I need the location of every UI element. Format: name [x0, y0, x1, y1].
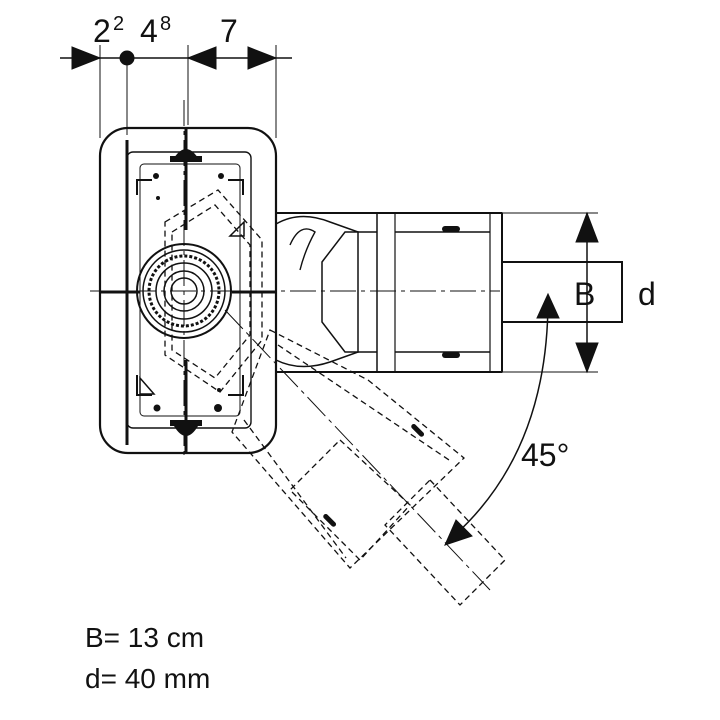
diagonal-slot-marks: [323, 423, 425, 527]
outlet-body: [275, 351, 377, 368]
horizontal-outlet: [275, 212, 623, 373]
triangle-mark: [139, 376, 156, 395]
arrowhead-left: [71, 46, 102, 70]
angle-arc: [454, 299, 549, 536]
rotated-outline-outer: [164, 189, 263, 393]
b-arrow-down: [575, 342, 599, 374]
dim-left-value: 2: [93, 13, 111, 49]
outlet-socket-contour: [321, 231, 359, 353]
mounting-lug-top-base: [170, 156, 202, 162]
mounting-lug-top: [174, 149, 198, 158]
arrowhead-mid: [186, 46, 217, 70]
dim-left-superscript: 2: [113, 13, 124, 35]
connection-ring-3: [147, 254, 221, 328]
diagonal-pipe: [384, 479, 506, 606]
rotated-box-outline: [164, 189, 263, 393]
connection-ring-5: [163, 270, 205, 312]
corner-bracket: [228, 375, 244, 396]
slot-mark: [442, 226, 460, 232]
rotated-outline-inner: [171, 204, 251, 379]
slot-mark: [323, 513, 337, 527]
center-dot: [119, 50, 135, 66]
angle-arrow-top: [536, 292, 560, 319]
center-lines: [90, 100, 500, 591]
corner-bracket: [136, 179, 152, 195]
outlet-socket-contour: [289, 228, 316, 271]
diagonal-outlet-flange: [289, 439, 411, 561]
diagonal-outlet-line: [243, 419, 347, 559]
arrowhead-right: [247, 46, 278, 70]
diagonal-outlet-body: [231, 329, 465, 569]
mounting-lugs: [170, 149, 202, 436]
b-arrow-up: [575, 211, 599, 243]
b-symbol: B: [574, 276, 595, 312]
corner-bracket: [136, 375, 152, 396]
b-dimension: [575, 211, 599, 374]
connection-ring-2: [142, 249, 226, 333]
screw-hole: [218, 173, 224, 179]
legend-d-value: d= 40 mm: [85, 663, 211, 694]
diagonal-outlet-line: [277, 344, 453, 463]
dim-right-value: 7: [220, 13, 238, 49]
pipe-d: [501, 261, 623, 323]
dim-mid-value: 4: [140, 13, 158, 49]
dimension-chain: [60, 45, 292, 138]
mounting-lug-bottom-base: [170, 420, 202, 426]
screw-holes: [153, 173, 224, 412]
screw-hole: [153, 173, 159, 179]
screw-hole: [153, 404, 161, 412]
connection-outer-ring: [136, 243, 232, 339]
outlet-body: [275, 215, 377, 233]
screw-hole: [156, 196, 160, 200]
slot-mark: [442, 352, 460, 358]
round-connection: [136, 243, 232, 339]
d-symbol: d: [638, 276, 656, 312]
angle-arrow-bottom: [444, 519, 473, 546]
legend-b-value: B= 13 cm: [85, 622, 205, 653]
angle-label: 45°: [521, 437, 569, 473]
mounting-lug-bottom: [174, 426, 198, 436]
screw-hole: [214, 404, 222, 412]
box-frame-inner-2: [139, 163, 241, 417]
outlet-flange: [376, 212, 503, 373]
box-frame-inner: [126, 151, 252, 429]
triangle-mark: [228, 220, 245, 237]
corner-bracket: [228, 179, 244, 195]
outlet-slots: [442, 226, 460, 358]
angle-indicator: [444, 292, 560, 546]
slot-mark: [411, 423, 425, 437]
connection-ring-6: [170, 277, 198, 305]
connection-ring-4: [155, 262, 213, 320]
dim-mid-superscript: 8: [160, 13, 171, 35]
diagonal-outlet: [231, 329, 506, 606]
